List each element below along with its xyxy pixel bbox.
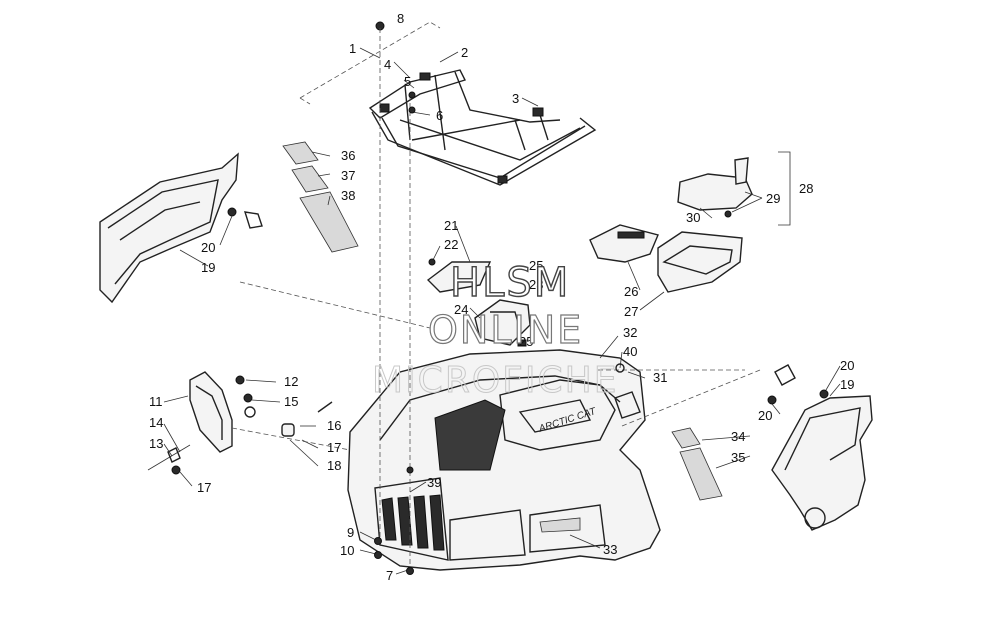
part-number-19-left: 19 bbox=[201, 260, 215, 275]
part-number-7: 7 bbox=[386, 568, 393, 583]
part-number-10: 10 bbox=[340, 543, 354, 558]
part-number-17-top: 17 bbox=[327, 440, 341, 455]
storage-box bbox=[589, 151, 791, 293]
part-number-19-right: 19 bbox=[840, 377, 854, 392]
part-number-2: 2 bbox=[461, 45, 468, 60]
part-number-21: 21 bbox=[444, 218, 458, 233]
part-number-25-top: 25 bbox=[529, 258, 543, 273]
part-number-30: 30 bbox=[686, 210, 700, 225]
watermark-line-1: HLSM bbox=[450, 260, 570, 306]
part-labels: 1 2 3 4 5 6 7 8 9 10 11 12 13 14 15 16 1… bbox=[149, 11, 854, 583]
part-number-4: 4 bbox=[384, 57, 391, 72]
part-number-31: 31 bbox=[653, 370, 667, 385]
part-number-36: 36 bbox=[341, 148, 355, 163]
leader-lines bbox=[163, 28, 841, 575]
part-number-26: 26 bbox=[624, 284, 638, 299]
part-number-3: 3 bbox=[512, 91, 519, 106]
part-number-34: 34 bbox=[731, 429, 745, 444]
part-number-38: 38 bbox=[341, 188, 355, 203]
watermark: HLSM ONLINE MICROFICHE bbox=[372, 259, 618, 401]
part-number-6: 6 bbox=[436, 108, 443, 123]
part-number-20-left: 20 bbox=[201, 240, 215, 255]
part-number-8: 8 bbox=[397, 11, 404, 26]
part-number-24: 24 bbox=[454, 302, 468, 317]
part-number-32: 32 bbox=[623, 325, 637, 340]
part-number-16: 16 bbox=[327, 418, 341, 433]
watermark-line-3: MICROFICHE bbox=[372, 360, 618, 401]
front-fender: ARCTIC CAT bbox=[347, 349, 661, 571]
part-number-29: 29 bbox=[766, 191, 780, 206]
part-number-13: 13 bbox=[149, 436, 163, 451]
watermark-line-2: ONLINE bbox=[428, 308, 583, 352]
part-number-11: 11 bbox=[149, 394, 163, 409]
part-number-25-bottom: 25 bbox=[519, 334, 533, 349]
part-number-39: 39 bbox=[427, 475, 441, 490]
right-side-panel bbox=[767, 364, 873, 531]
center-panels bbox=[426, 261, 531, 347]
part-number-1: 1 bbox=[349, 41, 356, 56]
part-number-35: 35 bbox=[731, 450, 745, 465]
part-number-27: 27 bbox=[624, 304, 638, 319]
part-number-5: 5 bbox=[404, 74, 411, 89]
part-number-20-right: 20 bbox=[758, 408, 772, 423]
rear-rack bbox=[299, 21, 597, 186]
part-number-33: 33 bbox=[603, 542, 617, 557]
part-number-40: 40 bbox=[623, 344, 637, 359]
left-decals bbox=[282, 141, 359, 253]
part-number-23: 23 bbox=[529, 277, 543, 292]
part-number-37: 37 bbox=[341, 168, 355, 183]
part-number-9: 9 bbox=[347, 525, 354, 540]
left-side-panel bbox=[99, 152, 263, 304]
part-number-18: 18 bbox=[327, 458, 341, 473]
part-number-22: 22 bbox=[444, 237, 458, 252]
part-number-20-right-top: 20 bbox=[840, 358, 854, 373]
part-number-15: 15 bbox=[284, 394, 298, 409]
headlight-assembly bbox=[147, 371, 333, 475]
part-number-28: 28 bbox=[799, 181, 813, 196]
part-number-12: 12 bbox=[284, 374, 298, 389]
part-number-14: 14 bbox=[149, 415, 163, 430]
hardware bbox=[374, 91, 625, 575]
part-number-17-bottom: 17 bbox=[197, 480, 211, 495]
right-decals bbox=[671, 427, 723, 501]
